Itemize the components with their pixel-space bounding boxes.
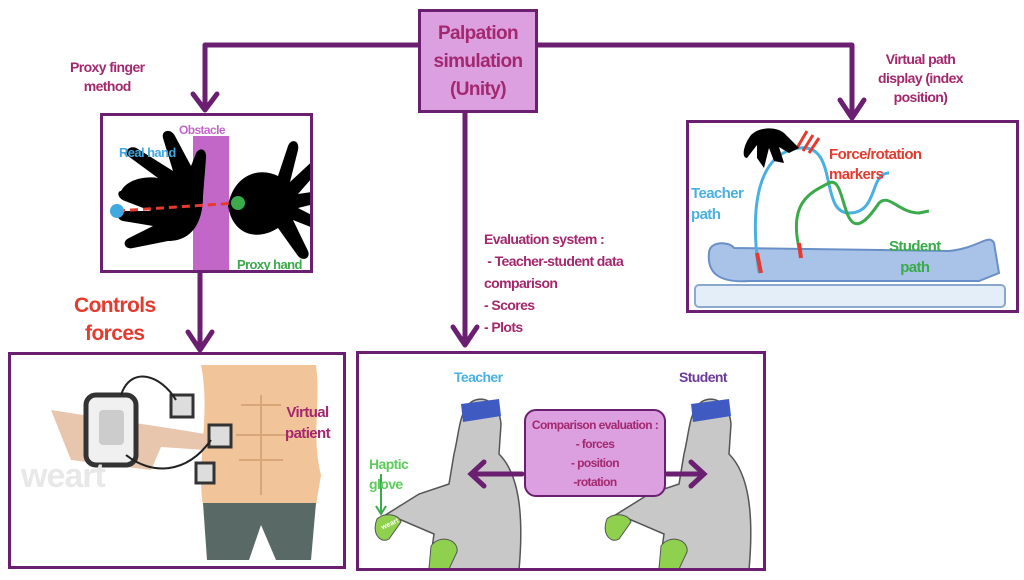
proxy-hand-label: Proxy hand bbox=[237, 257, 302, 272]
label-line: - Plots bbox=[484, 319, 523, 335]
proxy-hand-shape bbox=[228, 141, 310, 259]
path-illustration bbox=[694, 128, 1006, 308]
arrow-center bbox=[450, 324, 480, 348]
label-line: glove bbox=[369, 476, 403, 492]
title-line: simulation bbox=[433, 51, 523, 72]
proxy-finger-panel: Obstacle Real hand Proxy hand bbox=[100, 113, 313, 273]
arrow-right bbox=[837, 97, 867, 121]
comparison-text: Comparison evaluation : - forces - posit… bbox=[526, 411, 664, 492]
force-rotation-label: Force/rotation markers bbox=[829, 145, 922, 185]
label-line: - forces bbox=[575, 437, 615, 451]
patient-illustration bbox=[51, 365, 321, 560]
label-line: - Scores bbox=[484, 297, 535, 313]
label-line: patient bbox=[285, 425, 331, 442]
teacher-figure bbox=[374, 398, 522, 568]
label-line: Controls bbox=[74, 294, 156, 317]
real-hand-label: Real hand bbox=[119, 145, 176, 160]
force-rotation-markers bbox=[795, 130, 821, 154]
vr-headset bbox=[691, 399, 731, 422]
connector-left bbox=[202, 42, 421, 111]
label-line: comparison bbox=[484, 275, 558, 291]
label-line: position) bbox=[893, 89, 948, 105]
label-line: method bbox=[83, 78, 132, 94]
controls-forces-label: Controls forces bbox=[74, 292, 156, 348]
virtual-patient-label: Virtual patient bbox=[285, 402, 331, 444]
teacher-path bbox=[753, 146, 890, 274]
label-line: - Teacher-student data bbox=[484, 253, 624, 269]
real-hand-point bbox=[110, 204, 124, 218]
connector-right bbox=[534, 42, 855, 119]
arrow-left bbox=[190, 91, 220, 113]
virtual-path-label: Virtual path display (index position) bbox=[878, 50, 964, 107]
comparison-evaluation-box: Comparison evaluation : - forces - posit… bbox=[524, 409, 666, 497]
label-line: display (index bbox=[878, 70, 964, 86]
proxy-finger-label: Proxy finger method bbox=[70, 58, 145, 96]
label-line: - position bbox=[571, 456, 620, 470]
label-line: forces bbox=[85, 322, 145, 345]
proxy-hands-illustration bbox=[110, 130, 310, 270]
label-line: path bbox=[691, 206, 721, 223]
student-path-label: Student path bbox=[889, 236, 941, 278]
arrow-left-down bbox=[185, 329, 215, 353]
title-line: Palpation bbox=[437, 23, 519, 44]
teacher-label: Teacher bbox=[454, 369, 503, 385]
thimble bbox=[207, 423, 233, 449]
label-line: Evaluation system : bbox=[484, 231, 605, 247]
title-line: (Unity) bbox=[450, 79, 507, 100]
dashed-link bbox=[116, 201, 238, 213]
comparison-panel: Comparison evaluation : - forces - posit… bbox=[356, 351, 766, 571]
label-line: markers bbox=[829, 166, 884, 183]
teacher-student-illustration bbox=[374, 398, 752, 568]
proxy-hand-point bbox=[231, 196, 245, 210]
student-label: Student bbox=[679, 369, 728, 385]
virtual-path-panel: Force/rotation markers Teacher path Stud… bbox=[686, 120, 1019, 313]
teacher-path-label: Teacher path bbox=[691, 183, 744, 225]
shorts bbox=[203, 503, 316, 560]
real-hand-shape bbox=[117, 130, 207, 249]
label-line: Virtual bbox=[286, 404, 329, 421]
virtual-patient-panel: weart Virtual patient bbox=[8, 352, 346, 569]
label-line: path bbox=[900, 259, 930, 276]
comparison-arrows bbox=[467, 459, 708, 489]
haptic-glove bbox=[374, 514, 402, 541]
obstacle-label: Obstacle bbox=[179, 123, 225, 137]
contact-markers bbox=[755, 242, 803, 274]
label-line: Teacher bbox=[691, 185, 744, 202]
thimble bbox=[169, 393, 195, 419]
haptic-glove-label: Haptic glove bbox=[369, 454, 409, 494]
label-line: Comparison evaluation : bbox=[531, 418, 659, 432]
evaluation-system-label: Evaluation system : - Teacher-student da… bbox=[484, 228, 624, 338]
main-node-title: Palpation simulation (Unity) bbox=[421, 20, 535, 104]
hand-icon bbox=[743, 128, 799, 168]
vr-headset bbox=[461, 399, 501, 422]
label-line: Force/rotation bbox=[829, 146, 922, 163]
label-line: Virtual path bbox=[885, 51, 956, 67]
label-line: -rotation bbox=[573, 475, 617, 489]
student-figure bbox=[604, 398, 752, 568]
table bbox=[694, 284, 1006, 308]
label-line: Proxy finger bbox=[70, 59, 145, 75]
student-path bbox=[794, 180, 930, 249]
thimble bbox=[194, 461, 216, 485]
main-node: Palpation simulation (Unity) bbox=[418, 9, 538, 113]
label-line: Haptic bbox=[369, 456, 409, 472]
weart-logo: weart bbox=[21, 457, 106, 495]
label-line: Student bbox=[889, 238, 941, 255]
patient-body bbox=[707, 238, 1001, 283]
glove-pointer-arrow bbox=[375, 474, 387, 516]
